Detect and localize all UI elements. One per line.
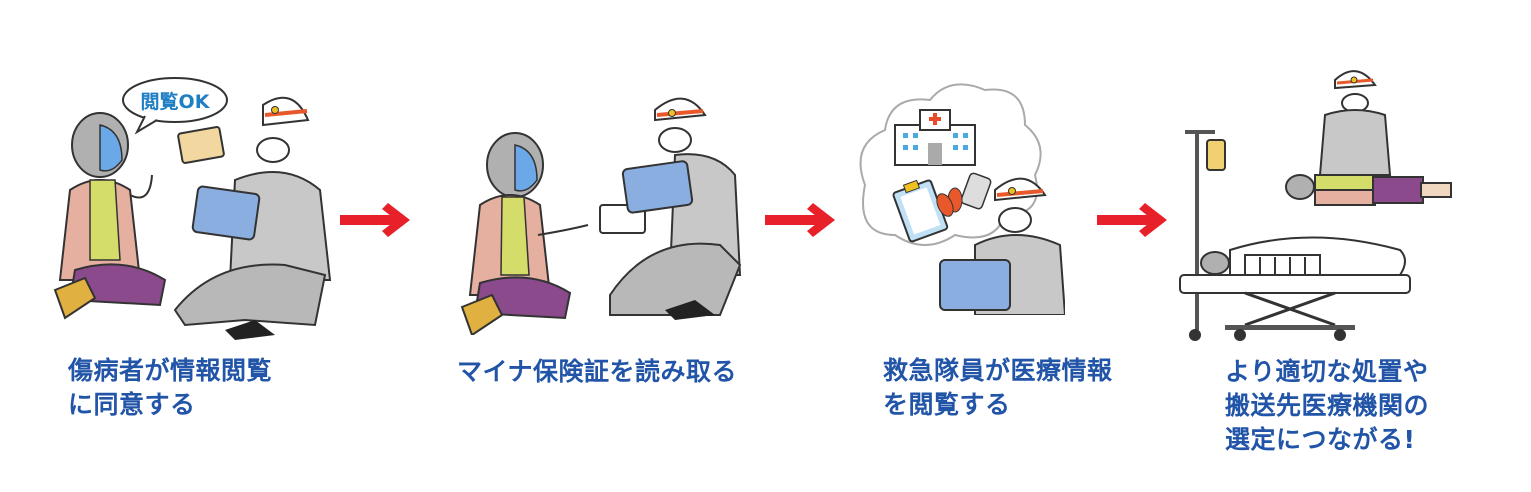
- iv-bag: [1206, 139, 1226, 171]
- treatment-transport-illustration: [1179, 70, 1452, 341]
- paramedic-figure: [173, 96, 332, 340]
- paramedic-figure: [939, 177, 1065, 315]
- speech-bubble: 閲覧OK: [122, 77, 228, 135]
- cpr-paramedic-figure: [1318, 70, 1392, 176]
- step-1-caption: 傷病者が情報閲覧 に同意する: [68, 356, 273, 419]
- tablet-device: [939, 259, 1011, 311]
- step-2-caption: マイナ保険証を読み取る: [457, 357, 738, 386]
- medical-info-illustration: [859, 83, 1065, 315]
- step-4-caption: より適切な処置や 搬送先医療機関の 選定につながる!: [1225, 357, 1430, 454]
- right-arrow-icon: [765, 203, 835, 237]
- cpr-patient-figure: [1285, 174, 1452, 206]
- right-arrow-icon: [340, 203, 410, 237]
- clipboard-icon: [892, 179, 949, 243]
- card-reading-illustration: [460, 97, 742, 335]
- right-arrow-icon: [1097, 203, 1167, 237]
- hospital-icon: [894, 109, 976, 166]
- tablet-device: [621, 160, 694, 214]
- tablet-device: [191, 185, 261, 241]
- patient-consent-illustration: 閲覧OK: [53, 77, 332, 340]
- step-3-caption: 救急隊員が医療情報 を閲覧する: [883, 356, 1113, 419]
- speech-bubble-text: 閲覧OK: [141, 90, 211, 113]
- stretcher: [1179, 130, 1411, 341]
- insurance-card: [177, 126, 225, 164]
- patient-figure: [53, 112, 167, 320]
- paramedic-figure: [609, 97, 742, 320]
- medicine-icon: [936, 172, 992, 217]
- patient-figure: [460, 132, 589, 335]
